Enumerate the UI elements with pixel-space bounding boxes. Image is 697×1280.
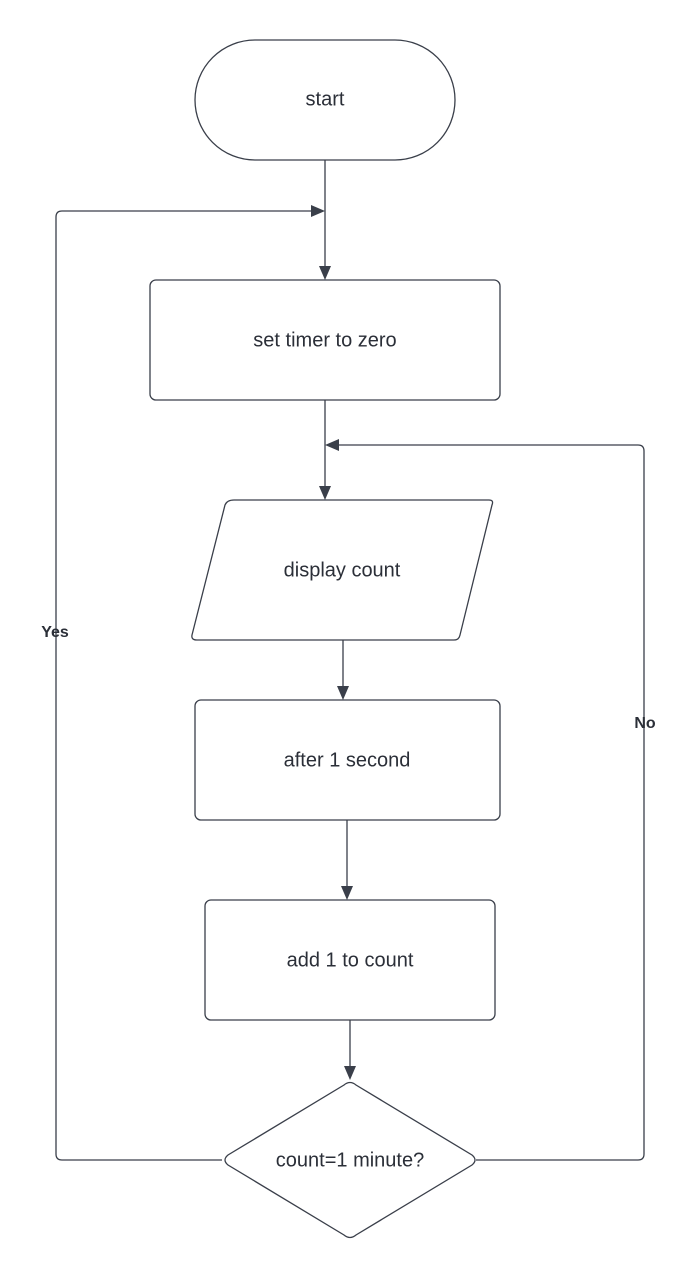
start-label: start [306, 88, 345, 110]
set-timer-process [149, 279, 501, 401]
arrowhead-add-one [341, 886, 353, 900]
arrowhead-set-timer [319, 266, 331, 280]
no-label: No [634, 715, 656, 732]
arrowhead-after-second [337, 686, 349, 700]
arrowhead-yes-loop [311, 205, 325, 217]
yes-label: Yes [41, 624, 69, 641]
arrowhead-decision [344, 1066, 356, 1080]
display-count-io [191, 499, 494, 641]
decision-label: count=1 minute? [276, 1149, 424, 1171]
start-terminator [194, 39, 456, 161]
add-one-label: add 1 to count [287, 949, 414, 971]
edge-yes-loop [55, 210, 311, 1161]
display-count-label: display count [284, 559, 401, 581]
add-one-process [204, 899, 496, 1021]
after-second-label: after 1 second [284, 749, 411, 771]
arrowhead-no-loop [325, 439, 339, 451]
edge-no-loop [339, 444, 645, 1161]
arrowhead-display [319, 486, 331, 500]
decision-diamond [224, 1081, 476, 1239]
after-second-process [194, 699, 501, 821]
set-timer-label: set timer to zero [253, 329, 396, 351]
